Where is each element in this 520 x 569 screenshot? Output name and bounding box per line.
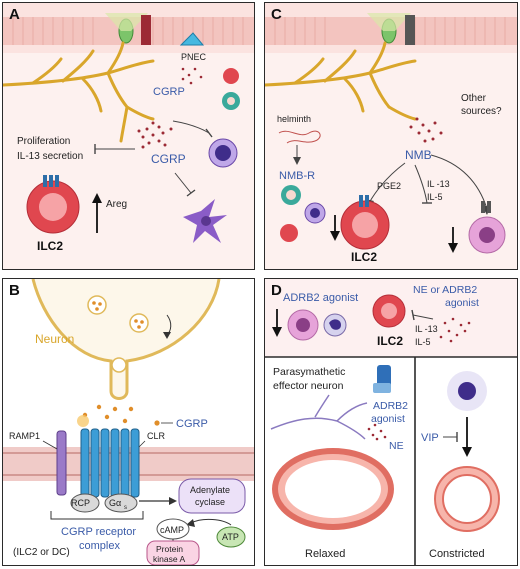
ilc2-label: ILC2: [351, 250, 377, 264]
ilc2-label: ILC2: [37, 239, 63, 253]
parasympathetic-line1: Parasymathetic: [273, 366, 345, 378]
il5-label: IL-5: [415, 337, 431, 347]
ne-or-adrb2-line2: agonist: [445, 297, 479, 309]
nmbr-label: NMB-R: [279, 170, 315, 182]
panel-a: PNEC CGRP CG: [2, 2, 255, 270]
protein-label: Protein: [156, 544, 183, 554]
panel-letter-b: B: [9, 282, 20, 299]
camp-label: cAMP: [160, 525, 184, 535]
ramp1-receptor: [56, 430, 67, 496]
galpha-protein: [104, 493, 138, 513]
relaxed-label: Relaxed: [305, 548, 345, 560]
kinase-label: kinase A: [153, 554, 185, 564]
galpha-subscript: s: [124, 505, 127, 511]
panel-letter-d: D: [271, 282, 282, 299]
pnec-label: PNEC: [181, 52, 207, 62]
receptor-complex-line1: CGRP receptor: [61, 526, 136, 538]
constricted-label: Constricted: [429, 548, 485, 560]
ne-label: NE: [389, 440, 404, 452]
inhaler-icon: [373, 365, 391, 393]
other-sources-line2: sources?: [461, 106, 502, 117]
panel-d-figure: ADRB2 agonist ILC2 NE or ADRB2 agonist I…: [265, 279, 517, 565]
vip-label: VIP: [421, 432, 439, 444]
atp-node: [216, 526, 246, 548]
pka-box: [146, 540, 200, 565]
il5-label: IL-5: [427, 192, 443, 202]
clr-label: CLR: [147, 431, 166, 441]
helminth-icon: [278, 130, 321, 144]
adrb2-bottom-line1: ADRB2: [373, 400, 408, 412]
galpha-label: Gα: [109, 498, 121, 508]
cyclase-label: cyclase: [195, 497, 225, 507]
panel-c-figure: Other sources? NMB helminth NMB-R PGE2 I…: [265, 3, 517, 269]
panel-b: Neuron CGRP RAMP1 CLR RCP: [2, 278, 255, 566]
receptor-complex-line2: complex: [79, 540, 120, 552]
ilc2-label: ILC2: [377, 334, 403, 348]
rcp-label: RCP: [71, 498, 90, 508]
other-sources-line1: Other: [461, 93, 487, 104]
vip-cell: [447, 371, 487, 411]
red-cell-small: [280, 224, 298, 242]
cell-mucous: [141, 15, 151, 45]
neuron-terminal: [31, 279, 221, 400]
atp-label: ATP: [222, 532, 239, 542]
ilc2-or-dc-label: (ILC2 or DC): [13, 547, 70, 558]
adrb2-bottom-line2: agonist: [371, 413, 405, 425]
rcp-protein: [70, 493, 100, 513]
cgrp-legend-label: CGRP: [176, 418, 208, 430]
panel-letter-a: A: [9, 6, 20, 23]
il13-label: IL -13: [427, 179, 450, 189]
adenylate-cyclase-box: [178, 478, 246, 514]
panel-c: Other sources? NMB helminth NMB-R PGE2 I…: [264, 2, 518, 270]
areg-label: Areg: [106, 199, 127, 210]
nmb-label: NMB: [405, 148, 432, 162]
parasympathetic-line2: effector neuron: [273, 380, 344, 392]
pnec-cell: [179, 32, 205, 46]
proliferation-label: Proliferation: [17, 136, 70, 147]
panel-a-figure: PNEC CGRP CG: [3, 3, 254, 269]
helminth-label: helminth: [277, 114, 311, 124]
neuron-label: Neuron: [35, 332, 74, 346]
pge2-label: PGE2: [377, 181, 401, 191]
il13-secretion-label: IL-13 secretion: [17, 151, 83, 162]
ramp1-label: RAMP1: [9, 431, 40, 441]
panel-d: ADRB2 agonist ILC2 NE or ADRB2 agonist I…: [264, 278, 518, 566]
cgrp-label-mid: CGRP: [151, 152, 186, 166]
adenylate-label: Adenylate: [190, 485, 230, 495]
panel-b-figure: Neuron CGRP RAMP1 CLR RCP: [3, 279, 254, 565]
panel-letter-c: C: [271, 6, 282, 23]
cgrp-label-top: CGRP: [153, 86, 185, 98]
red-cell-small: [223, 68, 239, 84]
ne-or-adrb2-line1: NE or ADRB2: [413, 284, 477, 296]
adrb2-agonist-label: ADRB2 agonist: [283, 292, 358, 304]
il13-label: IL -13: [415, 324, 438, 334]
